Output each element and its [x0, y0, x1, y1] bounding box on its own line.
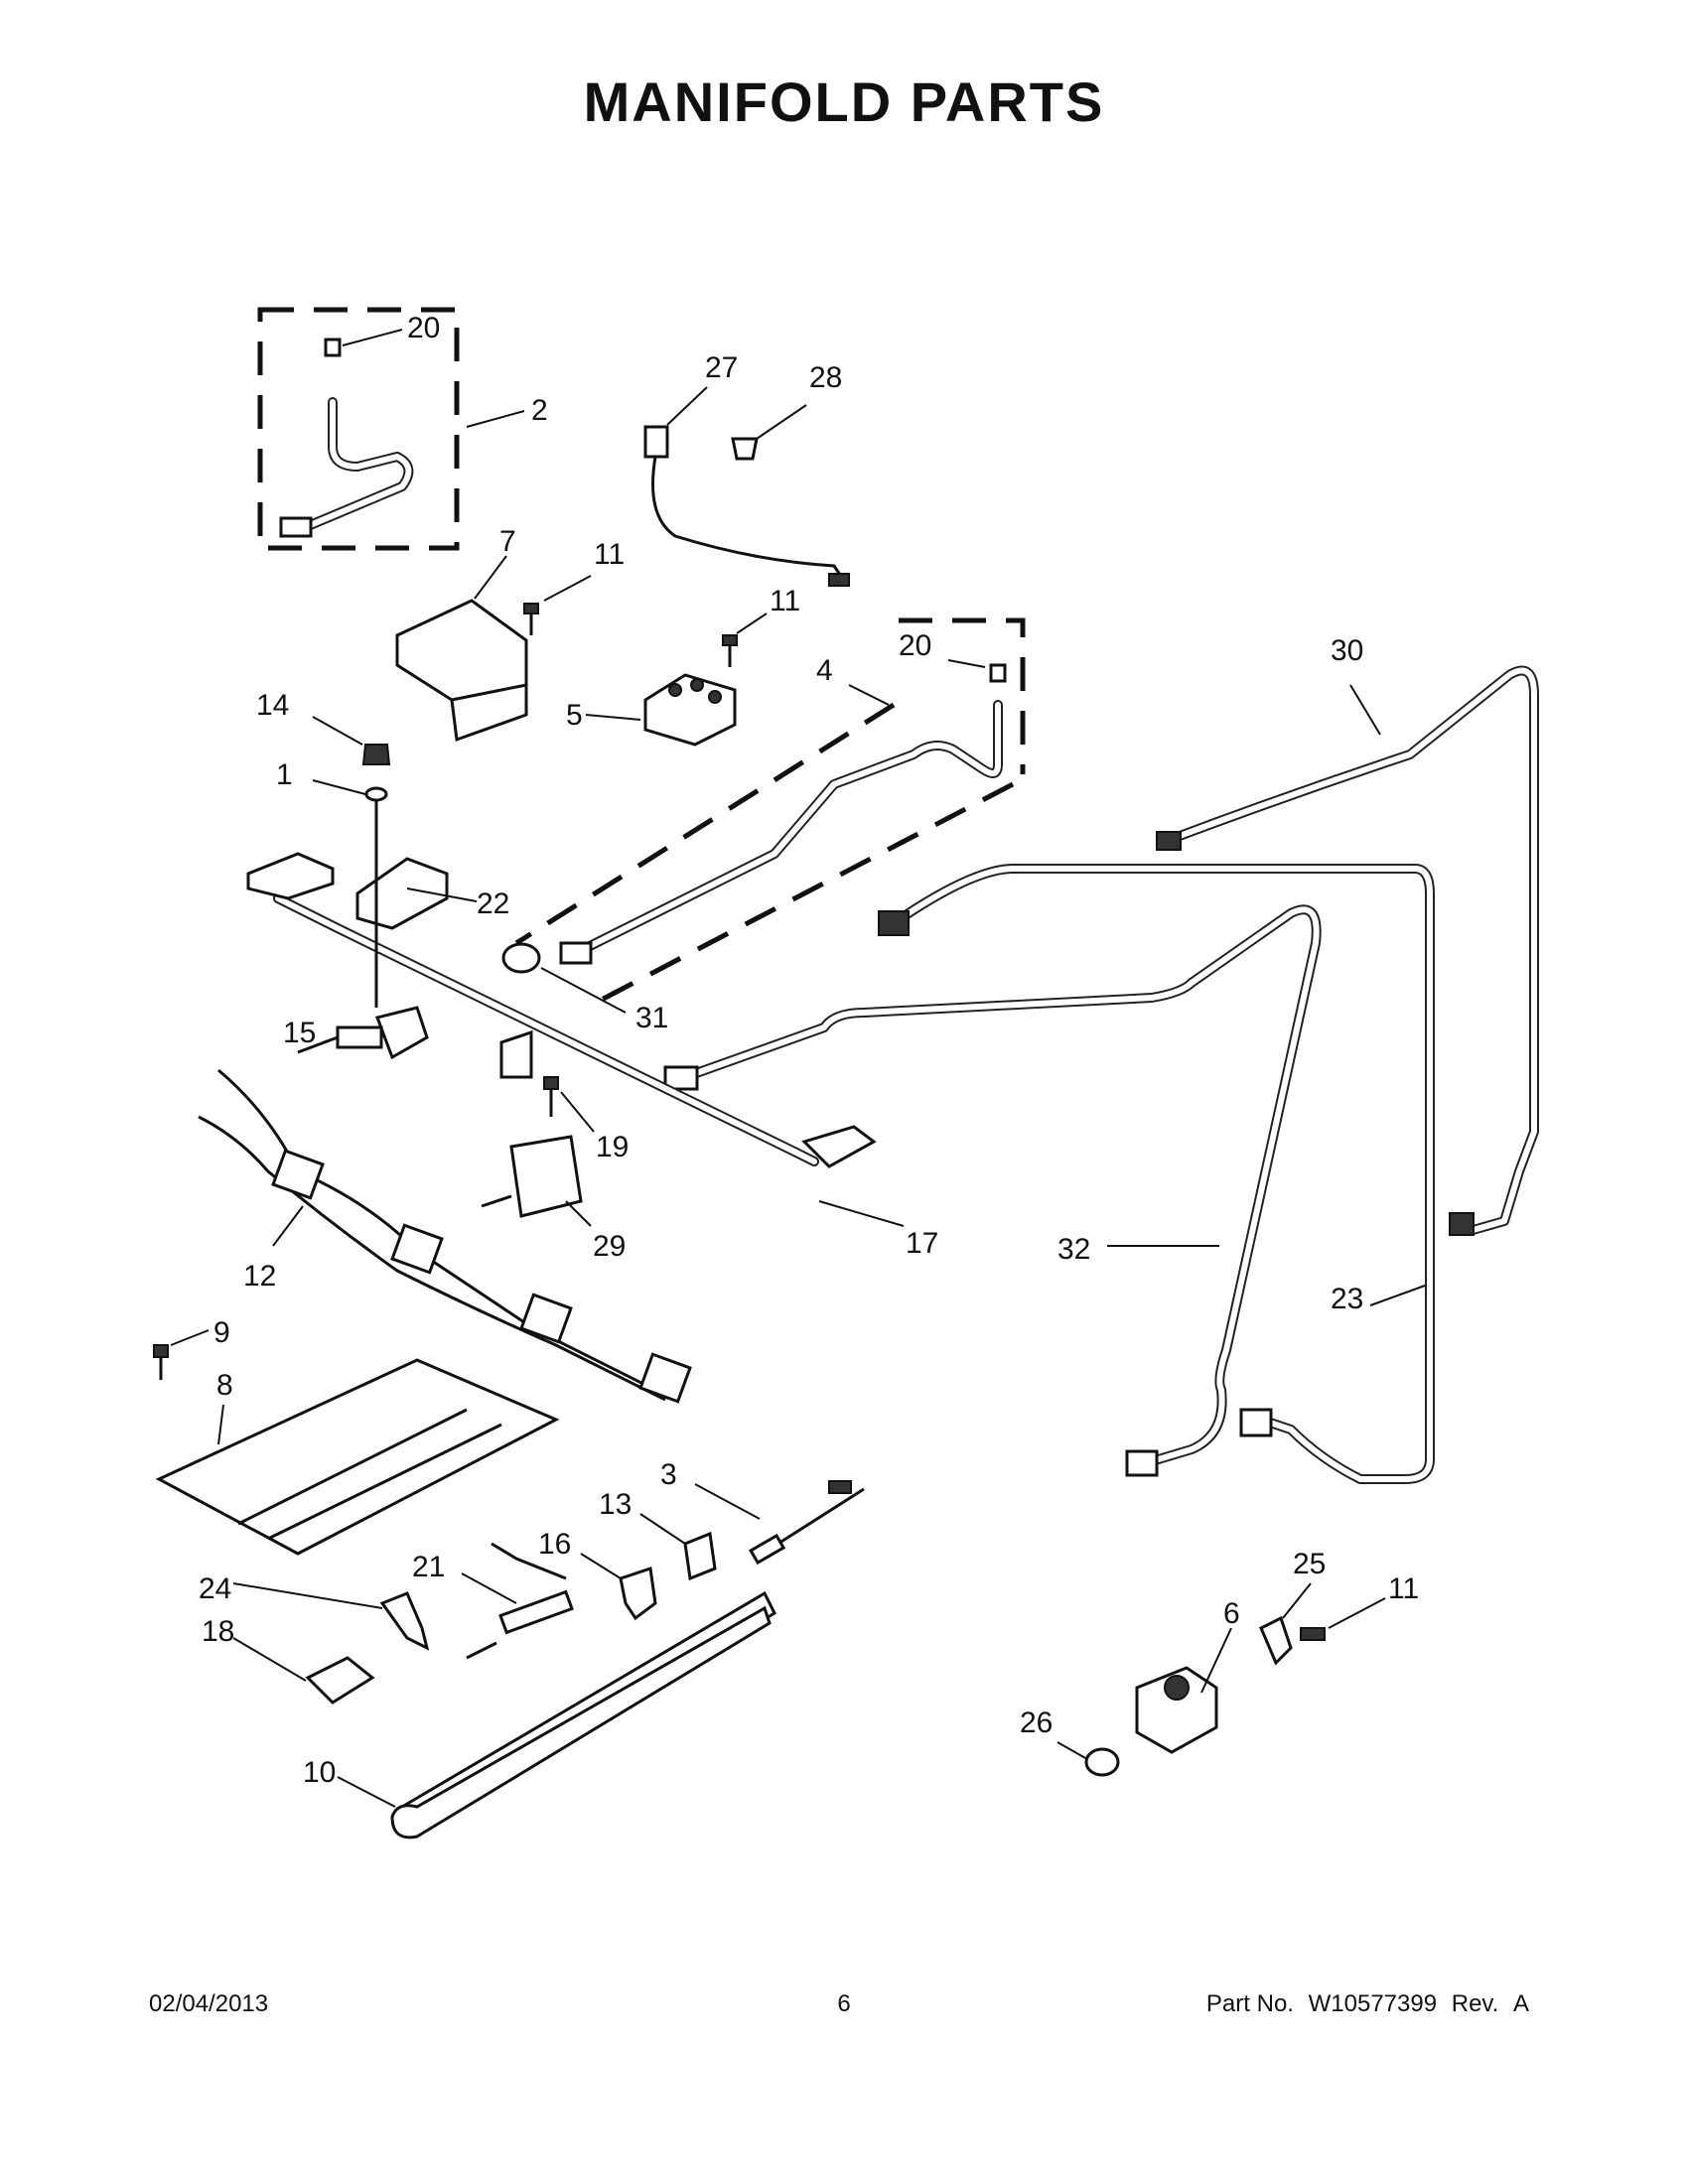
callout-6: 6: [1223, 1597, 1240, 1630]
part-23-pipe: [878, 864, 1435, 1484]
callout-22: 22: [477, 887, 509, 920]
part-3-thermocouple: [694, 1480, 865, 1566]
part-26-fitting: [1056, 1741, 1120, 1777]
footer-date: 02/04/2013: [149, 1990, 269, 2017]
callout-11a: 11: [594, 538, 625, 571]
callout-7: 7: [499, 525, 516, 558]
callout-24: 24: [199, 1572, 231, 1605]
part-25-bracket: [1259, 1582, 1312, 1666]
part-4-kit-box: [514, 617, 1026, 1006]
callout-11b: 11: [770, 585, 800, 617]
part-24-bracket: [232, 1582, 430, 1651]
part-31-fitting: [501, 942, 627, 1014]
part-9-screw: [153, 1329, 210, 1380]
sensor-plug: [643, 425, 669, 459]
part-32-pipe: [663, 904, 1322, 1477]
callout-17: 17: [906, 1227, 938, 1260]
callout-31: 31: [635, 1002, 668, 1034]
callout-15: 15: [283, 1017, 316, 1049]
callout-2: 2: [531, 394, 548, 427]
part-no-value: W10577399: [1308, 1990, 1438, 2017]
part-30-pipe: [1156, 665, 1539, 1236]
part-20-nut: [324, 338, 342, 357]
callout-21: 21: [412, 1551, 445, 1583]
callout-27: 27: [705, 351, 738, 384]
part-11-screw-a: [523, 575, 592, 635]
callout-26: 26: [1020, 1706, 1053, 1739]
part-21-igniter: [461, 1542, 574, 1660]
part-22-clip: [355, 857, 478, 930]
part-28-grommet: [731, 404, 807, 461]
part-17-manifold: [246, 852, 905, 1227]
part-10-burner: [337, 1590, 776, 1840]
part-2-kit-box: [257, 307, 525, 551]
callout-13: 13: [599, 1488, 632, 1521]
callout-16: 16: [538, 1528, 571, 1561]
callout-labels: 20 2 27 28 7 11 11 30 20 4 14 5 1 22 31 …: [199, 312, 1419, 1789]
callout-19: 19: [596, 1131, 629, 1163]
callout-5: 5: [566, 699, 583, 732]
callout-29: 29: [593, 1230, 626, 1263]
part-5-valve-block: [585, 673, 737, 747]
callout-20b: 20: [899, 629, 931, 662]
part-29-switch: [481, 1135, 592, 1227]
callout-3: 3: [660, 1458, 677, 1491]
part-18-clip: [232, 1637, 375, 1705]
part-1-washer: [312, 779, 388, 802]
callout-20a: 20: [407, 312, 440, 344]
part-8-heat-shield: [155, 1358, 560, 1556]
part-14-nut: [312, 716, 391, 765]
callout-30: 30: [1331, 634, 1363, 667]
part-16-bracket: [580, 1553, 657, 1621]
callout-12: 12: [243, 1260, 276, 1293]
part-11-screw-c: [1300, 1597, 1386, 1641]
callout-10: 10: [303, 1756, 336, 1789]
callout-14: 14: [256, 689, 289, 722]
callout-9: 9: [213, 1316, 230, 1349]
part-27-sensor: [643, 386, 850, 587]
part-12-harness: [198, 1068, 692, 1404]
page-title: MANIFOLD PARTS: [583, 70, 1105, 133]
callout-25: 25: [1293, 1548, 1326, 1580]
callout-23: 23: [1331, 1283, 1363, 1315]
part-13-clip: [639, 1513, 717, 1581]
callout-11c: 11: [1388, 1572, 1419, 1605]
callout-4: 4: [816, 654, 833, 687]
part-11-screw-b: [722, 613, 768, 667]
part-20-nut-b: [989, 663, 1007, 683]
part-6-regulator: [1135, 1627, 1232, 1754]
rev-value: A: [1512, 1990, 1529, 2017]
callout-32: 32: [1057, 1233, 1090, 1266]
callout-8: 8: [216, 1369, 233, 1402]
footer-part-number: Part No. W10577399 Rev. A: [1206, 1990, 1529, 2018]
part-15-valve: [297, 1006, 429, 1060]
callout-18: 18: [202, 1615, 234, 1648]
part-7-bracket: [395, 555, 528, 743]
callout-1: 1: [276, 758, 293, 791]
rev-label: Rev.: [1451, 1990, 1499, 2017]
part-no-label: Part No.: [1205, 1990, 1294, 2017]
fitting: [279, 516, 313, 538]
callout-28: 28: [809, 361, 842, 394]
footer-page-number: 6: [837, 1990, 851, 2017]
part-19-bracket: [499, 1029, 595, 1133]
